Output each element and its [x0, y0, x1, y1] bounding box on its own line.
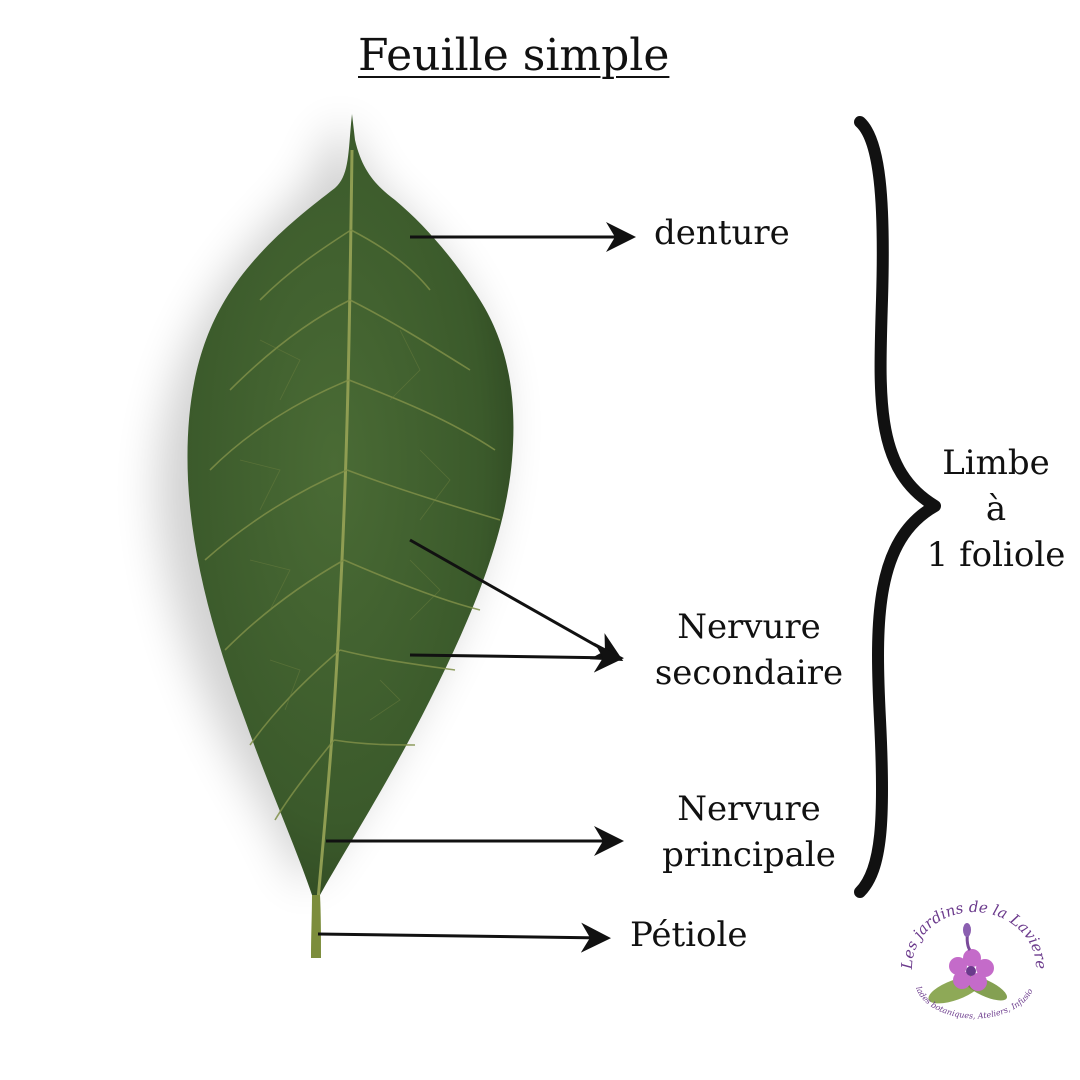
- arrow-petiole: [317, 922, 611, 953]
- midrib: [316, 149, 354, 901]
- curly-brace: [854, 116, 941, 898]
- label-nervure-secondaire: Nervure secondaire: [652, 604, 846, 696]
- label-denture: denture: [654, 213, 790, 253]
- leaf-blade: [187, 114, 514, 895]
- logo-flower-icon: [928, 923, 1008, 1004]
- arrow-secondaire-2: [409, 642, 624, 673]
- page-title: Feuille simple: [358, 30, 670, 81]
- label-petiole: Pétiole: [630, 915, 748, 955]
- secondary-veins: [204, 229, 501, 821]
- label-limbe: Limbe à 1 foliole: [926, 440, 1066, 578]
- arrow-secondaire-1: [409, 538, 624, 661]
- label-limbe-line1: Limbe: [942, 443, 1050, 483]
- label-nervure-principale: Nervure principale: [656, 786, 842, 878]
- label-limbe-line3: 1 foliole: [926, 535, 1066, 575]
- label-secondaire-line1: Nervure: [677, 607, 821, 647]
- label-limbe-line2: à: [985, 489, 1007, 529]
- petiole: [311, 895, 321, 958]
- logo: [928, 923, 1008, 1004]
- label-secondaire-line2: secondaire: [654, 653, 844, 693]
- label-principale-line2: principale: [662, 835, 836, 875]
- tertiary-veins: [239, 329, 451, 721]
- label-principale-line1: Nervure: [677, 789, 821, 829]
